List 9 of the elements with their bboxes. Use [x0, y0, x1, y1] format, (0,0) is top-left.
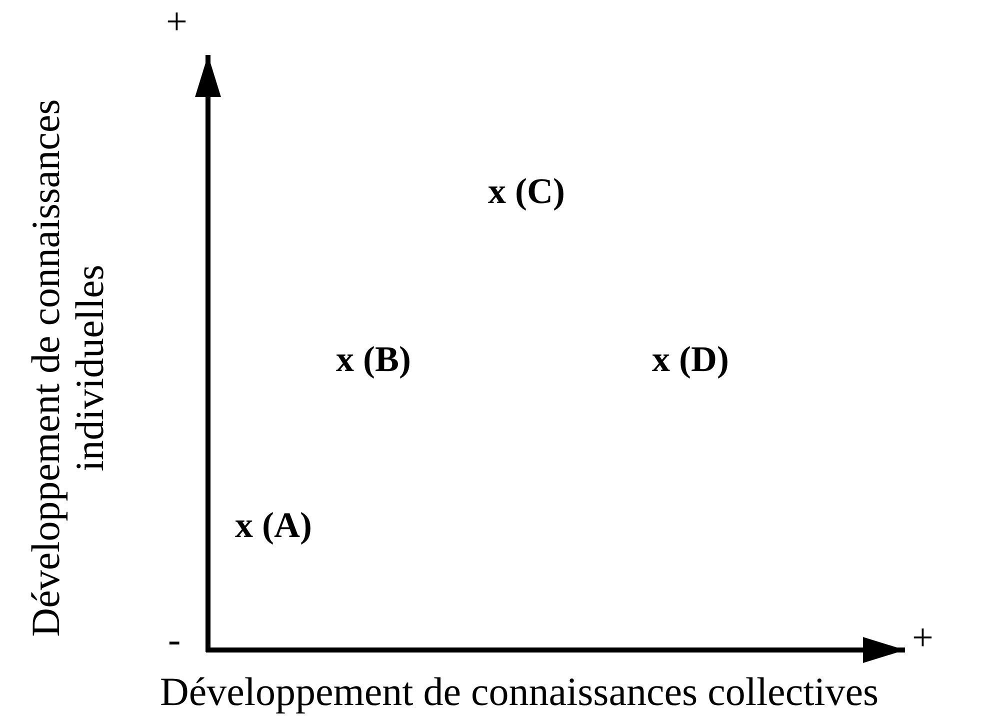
point-label: x (D)	[652, 340, 729, 380]
axis-end-plus: +	[166, 2, 188, 44]
axis-end-plus: +	[912, 618, 934, 660]
point-label: x (C)	[488, 172, 565, 212]
point-label: x (B)	[336, 340, 411, 380]
point-label: x (A)	[235, 506, 312, 546]
axis-title: Développement de connaissances collectives	[160, 670, 879, 714]
axis-title: Développement de connaissances individuelles	[24, 98, 112, 639]
axis-end-minus: -	[168, 620, 181, 662]
